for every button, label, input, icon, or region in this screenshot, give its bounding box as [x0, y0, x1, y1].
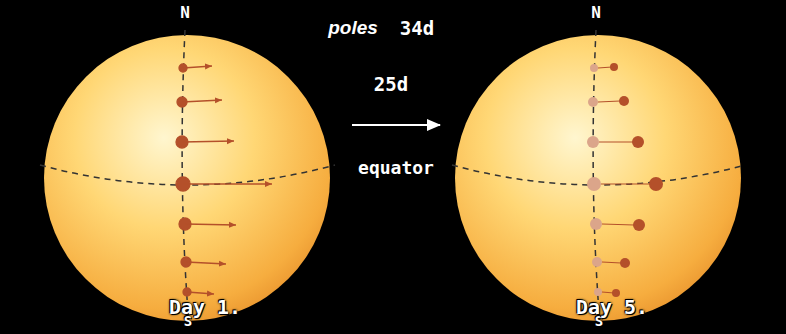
spot-positions: [587, 63, 663, 297]
spot-arrows: [176, 64, 272, 296]
text-label: Day 5.: [576, 296, 648, 318]
text-label: 34d: [400, 18, 434, 39]
meridian-line: [593, 30, 599, 312]
sun-sphere: [44, 35, 330, 321]
text-label: equator: [358, 158, 434, 178]
time-arrow: [352, 124, 440, 126]
text-label: N: [591, 4, 601, 22]
sun-sphere: [455, 35, 741, 321]
text-label: poles: [328, 18, 378, 39]
text-label: Day 1.: [169, 296, 241, 318]
text-label: 25d: [374, 74, 408, 95]
text-label: N: [180, 4, 190, 22]
